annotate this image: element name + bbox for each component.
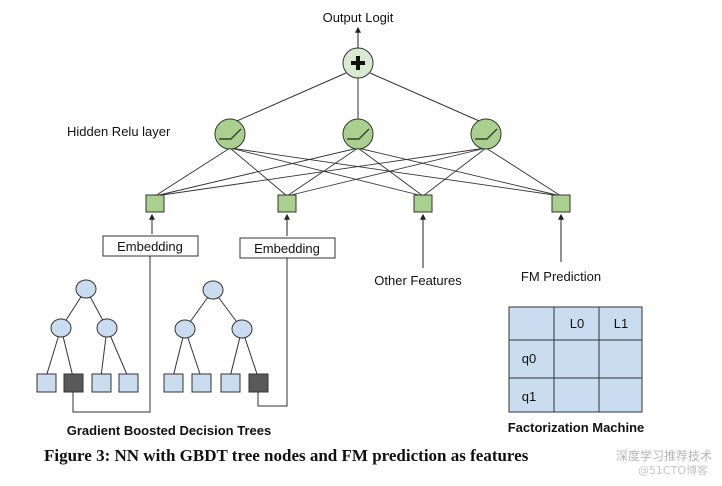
tree-2-to-embedding-connector <box>257 258 288 407</box>
watermark-text: 深度学习推荐技术 <box>615 449 712 463</box>
input-node-fm-prediction <box>551 194 571 213</box>
fm-prediction-label: FM Prediction <box>521 269 601 284</box>
hidden-node-3 <box>470 118 502 150</box>
decision-tree-1 <box>36 279 139 393</box>
fm-table-row-header: q1 <box>522 389 536 404</box>
input-node-embedding-1 <box>145 194 165 213</box>
sum-node <box>342 47 374 79</box>
output-logit-label: Output Logit <box>323 10 394 25</box>
hidden-node-2 <box>342 118 374 150</box>
watermark-blog-text: @51CTO博客 <box>637 464 708 477</box>
hidden-to-sum-edges <box>229 72 487 125</box>
fm-label: Factorization Machine <box>508 420 645 435</box>
input-to-hidden-edges <box>154 147 562 197</box>
hidden-layer-label: Hidden Relu layer <box>67 124 171 139</box>
fm-table: L0 L1 q0 q1 <box>508 306 643 413</box>
gbdt-label: Gradient Boosted Decision Trees <box>67 423 271 438</box>
fm-table-col-header: L1 <box>614 316 628 331</box>
tree-1-to-embedding-connector <box>72 256 151 413</box>
embedding-1-label: Embedding <box>117 239 183 254</box>
embedding-2-label: Embedding <box>254 241 320 256</box>
input-node-embedding-2 <box>277 194 297 213</box>
fm-table-row-header: q0 <box>522 351 536 366</box>
fm-table-col-header: L0 <box>570 316 584 331</box>
decision-tree-2 <box>163 280 269 393</box>
hidden-node-1 <box>214 118 246 150</box>
input-node-other-features <box>413 194 433 213</box>
other-features-label: Other Features <box>374 273 462 288</box>
figure-caption: Figure 3: NN with GBDT tree nodes and FM… <box>44 446 529 465</box>
